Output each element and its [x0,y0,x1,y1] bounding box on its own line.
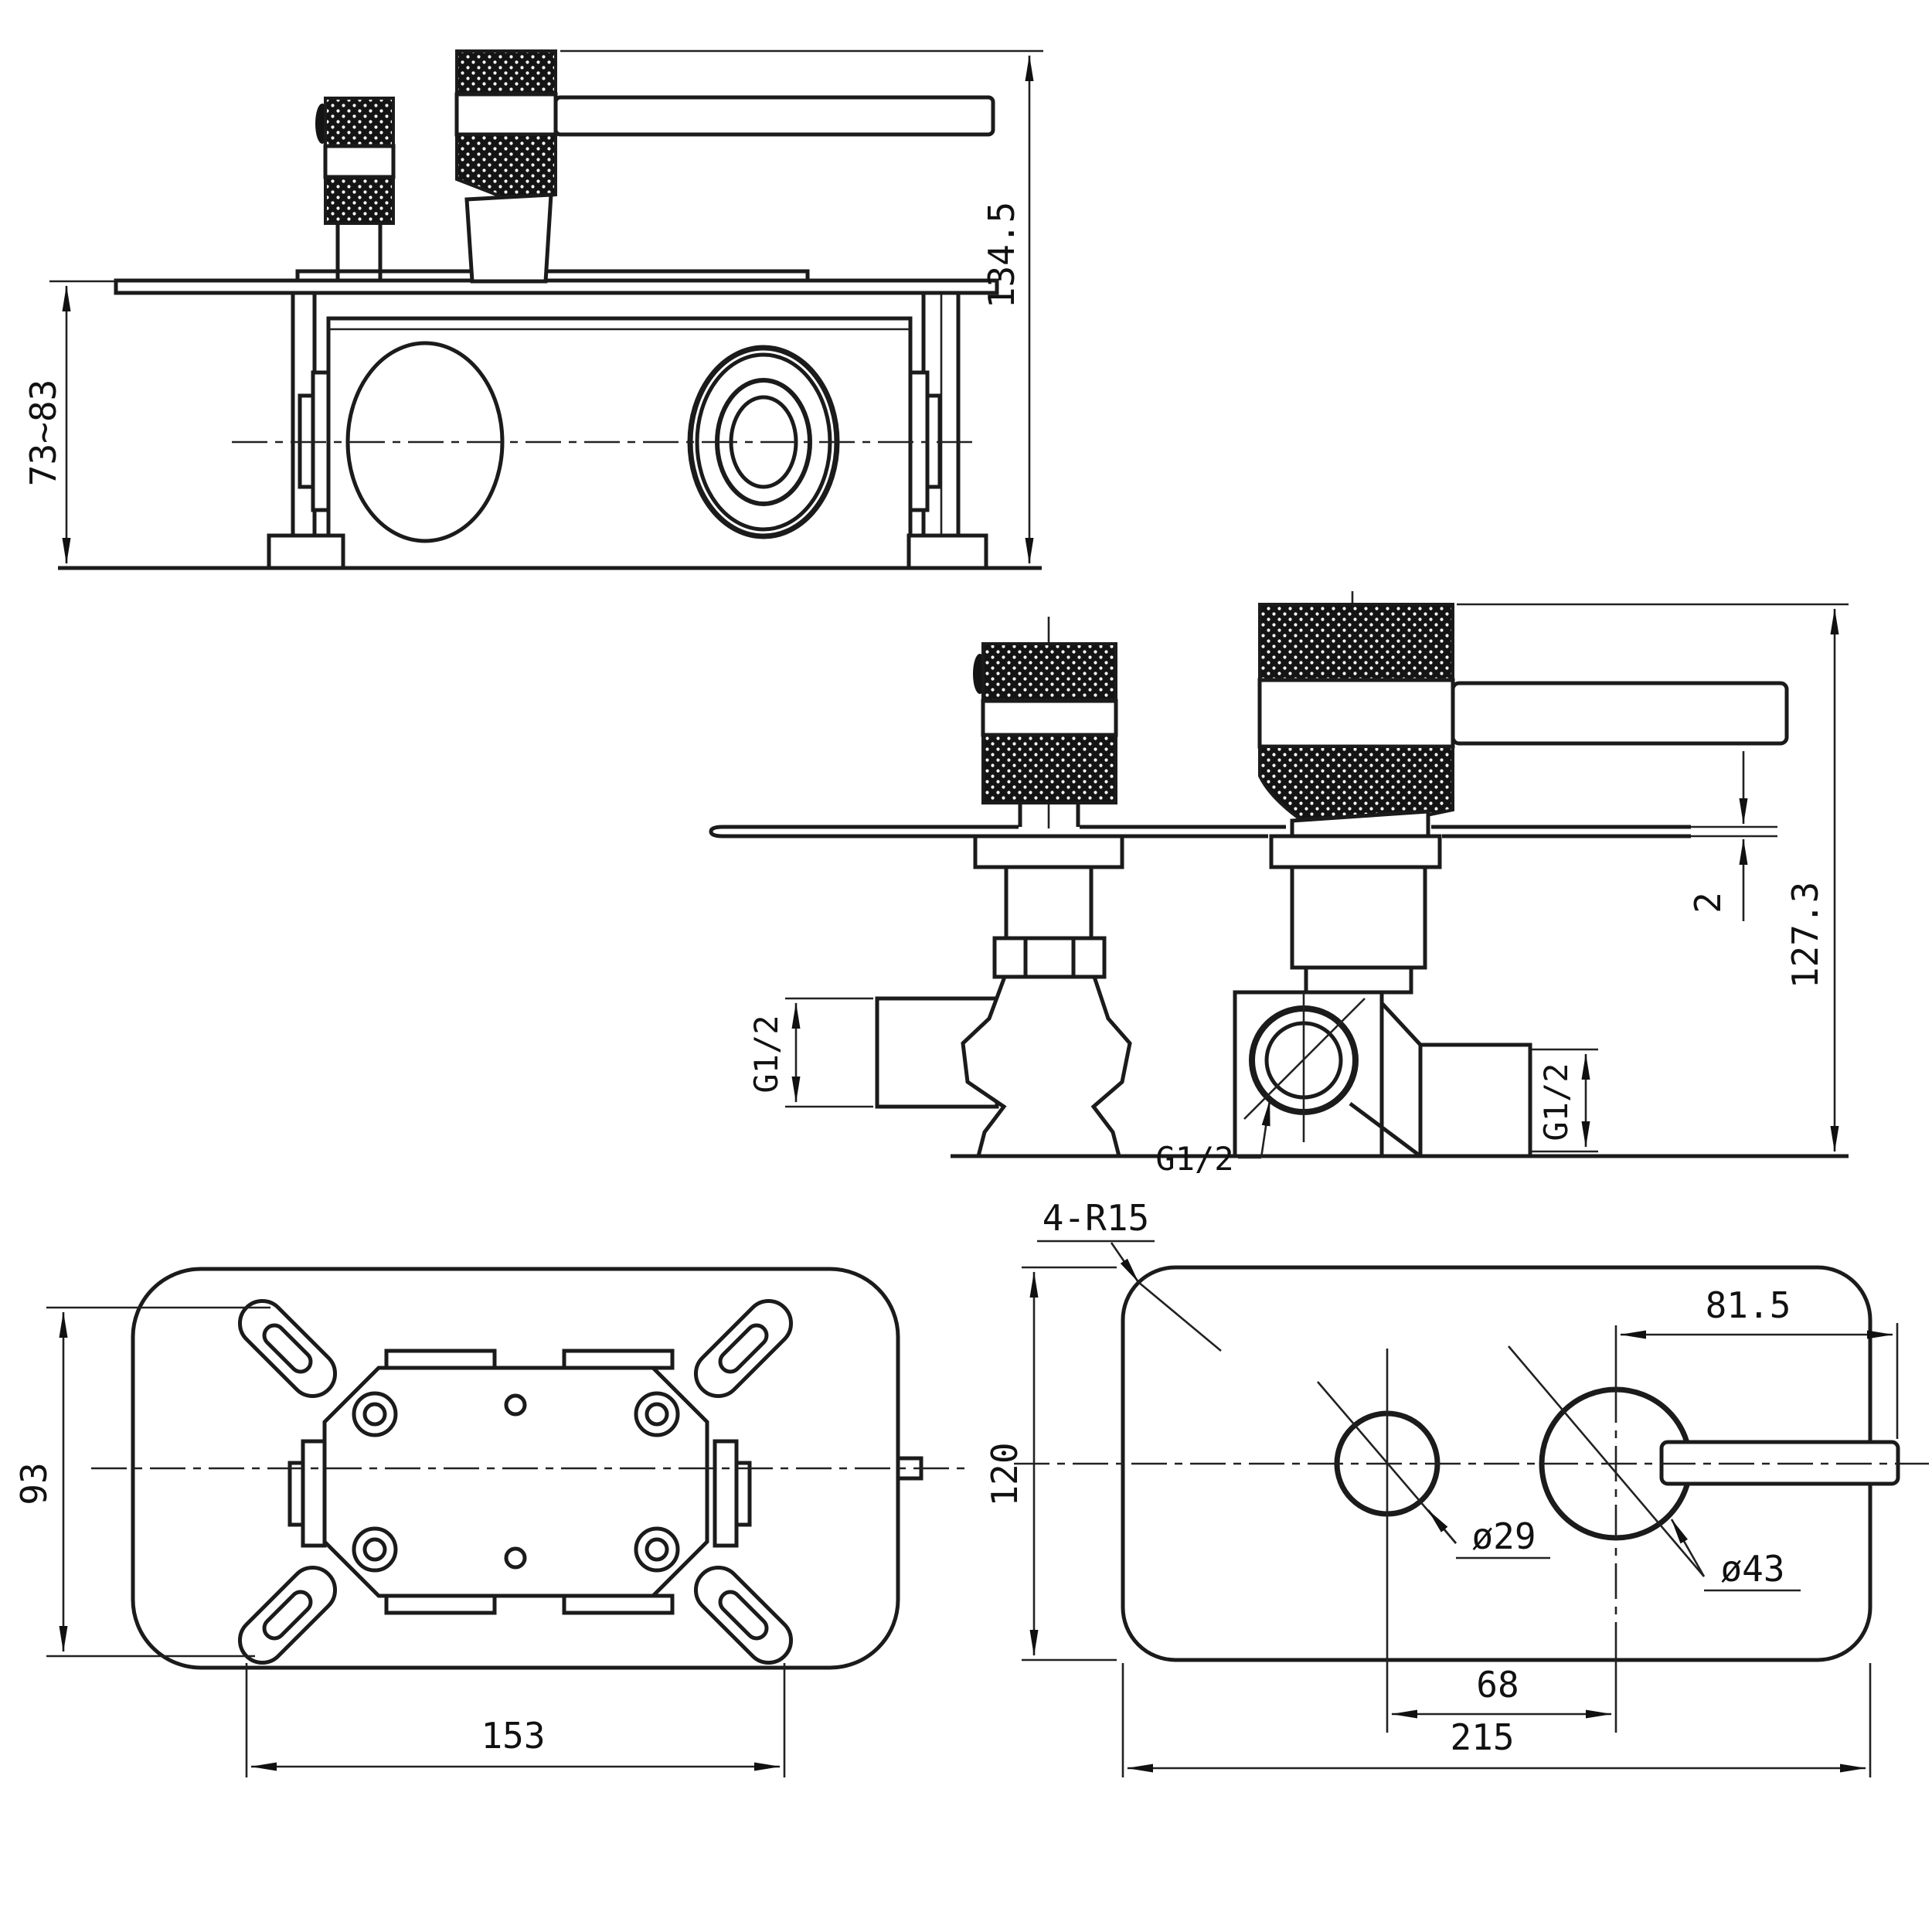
lever-arm-side [1451,681,1789,746]
dim-mount-depth: 73~83 [22,280,114,564]
dim-text-outlet: G1/2 [1155,1140,1233,1178]
leader-hole-small: ø29 [1317,1381,1550,1560]
dim-text-hole-large: ø43 [1720,1548,1784,1590]
leader-hole-large: ø43 [1508,1345,1801,1592]
dim-text-hole-spacing: 68 [1476,1664,1519,1706]
foot-right [906,533,988,570]
lever-handle-side [1257,591,1789,995]
dim-overall-height-side: 127.3 [1457,603,1849,1152]
dim-plate-width: 215 [1121,1663,1872,1777]
temp-knob-side [875,617,1132,1158]
dim-text-plate-height: 120 [984,1442,1026,1506]
dim-text-inlet-left: G1/2 [747,1015,785,1093]
dim-text-overall-height-side: 127.3 [1784,882,1826,988]
temp-knob-front [315,97,396,281]
dim-text-plate-width: 215 [1450,1716,1514,1758]
valve-block-section [951,990,1849,1158]
plate-edge-left [709,825,1019,838]
bracket-clips [384,1349,675,1615]
lever-handle-front [454,49,995,284]
view-front-plan: 4-R15 81.5 120 ø29 [984,1197,1929,1777]
inlet-port-right [1418,1043,1532,1158]
dim-text-bracket-height: 93 [13,1462,55,1505]
leader-corner-radius: 4-R15 [1037,1197,1222,1352]
dim-text-handle-offset: 81.5 [1706,1284,1791,1326]
bracket-side-tabs [287,1439,752,1548]
dim-inlet-right: G1/2 [1532,1048,1598,1153]
dim-text-bracket-width: 153 [481,1715,545,1757]
dim-bracket-height: 93 [13,1306,270,1658]
dim-text-corner-radius: 4-R15 [1043,1197,1149,1239]
dim-plate-thickness: 2 [1687,751,1748,921]
leader-outlet-thread: G1/2 [1155,1100,1271,1178]
view-front-elevation: 73~83 134.5 [22,49,1043,570]
lever-arm [553,95,995,137]
hex-nut [992,936,1107,979]
view-side-section: 127.3 2 G1/2 G1/2 G1/2 [709,591,1849,1178]
bracket-slots [262,1323,769,1641]
valve-body [326,316,913,570]
mounting-bracket [322,1366,709,1598]
dim-text-inlet-right: G1/2 [1537,1063,1575,1141]
foot-left [267,533,345,570]
dim-plate-height: 120 [984,1266,1117,1662]
dim-inlet-left: G1/2 [747,997,873,1108]
dim-text-mount-depth: 73~83 [22,379,64,486]
view-back-plan: 93 153 [13,1267,970,1777]
dim-text-overall-height-front: 134.5 [981,202,1022,308]
dim-text-plate-thickness: 2 [1687,892,1729,913]
dim-hole-spacing: 68 [1391,1664,1612,1719]
dim-bracket-width: 153 [245,1663,786,1777]
bracket-screws [352,1391,680,1573]
dim-handle-offset: 81.5 [1620,1284,1899,1439]
dim-overall-height-front: 134.5 [560,49,1043,564]
dim-text-hole-small: ø29 [1471,1515,1536,1557]
